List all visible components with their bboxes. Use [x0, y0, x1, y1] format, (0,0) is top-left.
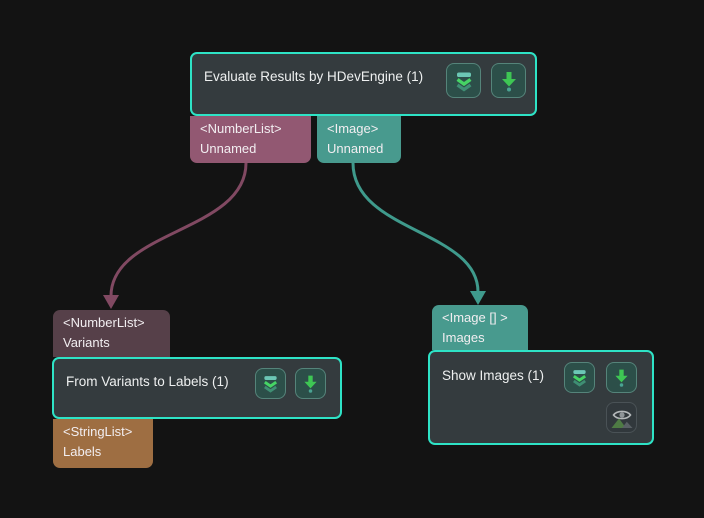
connection-numberlist-arrowhead [103, 295, 119, 309]
port-input-image-images[interactable]: <Image [] > Images [432, 305, 528, 350]
image-preview-eye-icon [611, 410, 632, 428]
port-type-label: <Image> [327, 121, 379, 136]
port-name-label: Unnamed [327, 140, 384, 156]
node-from-variants-to-labels[interactable]: From Variants to Labels (1) [52, 357, 342, 419]
node-header: Evaluate Results by HDevEngine (1) [192, 54, 535, 98]
node-button-group [446, 63, 526, 98]
node-title: Show Images (1) [442, 368, 545, 383]
preview-button[interactable] [606, 402, 637, 433]
port-output-stringlist-labels[interactable]: <StringList> Labels [53, 419, 153, 468]
node-evaluate-results[interactable]: Evaluate Results by HDevEngine (1) [190, 52, 537, 116]
collapse-double-chevron-icon [263, 376, 278, 393]
node-header: From Variants to Labels (1) [54, 359, 340, 399]
port-type-label: <NumberList> [200, 121, 282, 136]
run-down-arrow-icon [501, 71, 516, 91]
run-down-arrow-icon [304, 375, 317, 393]
connection-image-arrowhead [470, 291, 486, 305]
node-button-group [564, 362, 637, 393]
collapse-button[interactable] [446, 63, 481, 98]
run-button[interactable] [606, 362, 637, 393]
port-input-numberlist-variants[interactable]: <NumberList> Variants [53, 310, 170, 357]
run-down-arrow-icon [615, 369, 628, 387]
port-name-label: Labels [63, 443, 102, 459]
run-button[interactable] [295, 368, 326, 399]
port-output-numberlist[interactable]: <NumberList> Unnamed [190, 116, 311, 163]
collapse-button[interactable] [255, 368, 286, 399]
collapse-double-chevron-icon [456, 72, 471, 91]
node-header: Show Images (1) [430, 352, 652, 393]
port-name-label: Variants [63, 334, 110, 350]
node-button-group [255, 368, 326, 399]
port-type-label: <Image [] > [442, 310, 508, 325]
collapse-button[interactable] [564, 362, 595, 393]
port-name-label: Images [442, 329, 485, 345]
port-output-image[interactable]: <Image> Unnamed [317, 116, 401, 163]
port-type-label: <NumberList> [63, 315, 145, 330]
node-show-images[interactable]: Show Images (1) [428, 350, 654, 445]
node-title: From Variants to Labels (1) [66, 374, 229, 389]
collapse-double-chevron-icon [572, 370, 587, 387]
run-button[interactable] [491, 63, 526, 98]
port-name-label: Unnamed [200, 140, 257, 156]
connection-image[interactable] [351, 161, 480, 294]
node-title: Evaluate Results by HDevEngine (1) [204, 69, 424, 84]
connection-numberlist[interactable] [109, 161, 248, 298]
port-type-label: <StringList> [63, 424, 133, 439]
node-button-row-secondary [430, 393, 652, 433]
